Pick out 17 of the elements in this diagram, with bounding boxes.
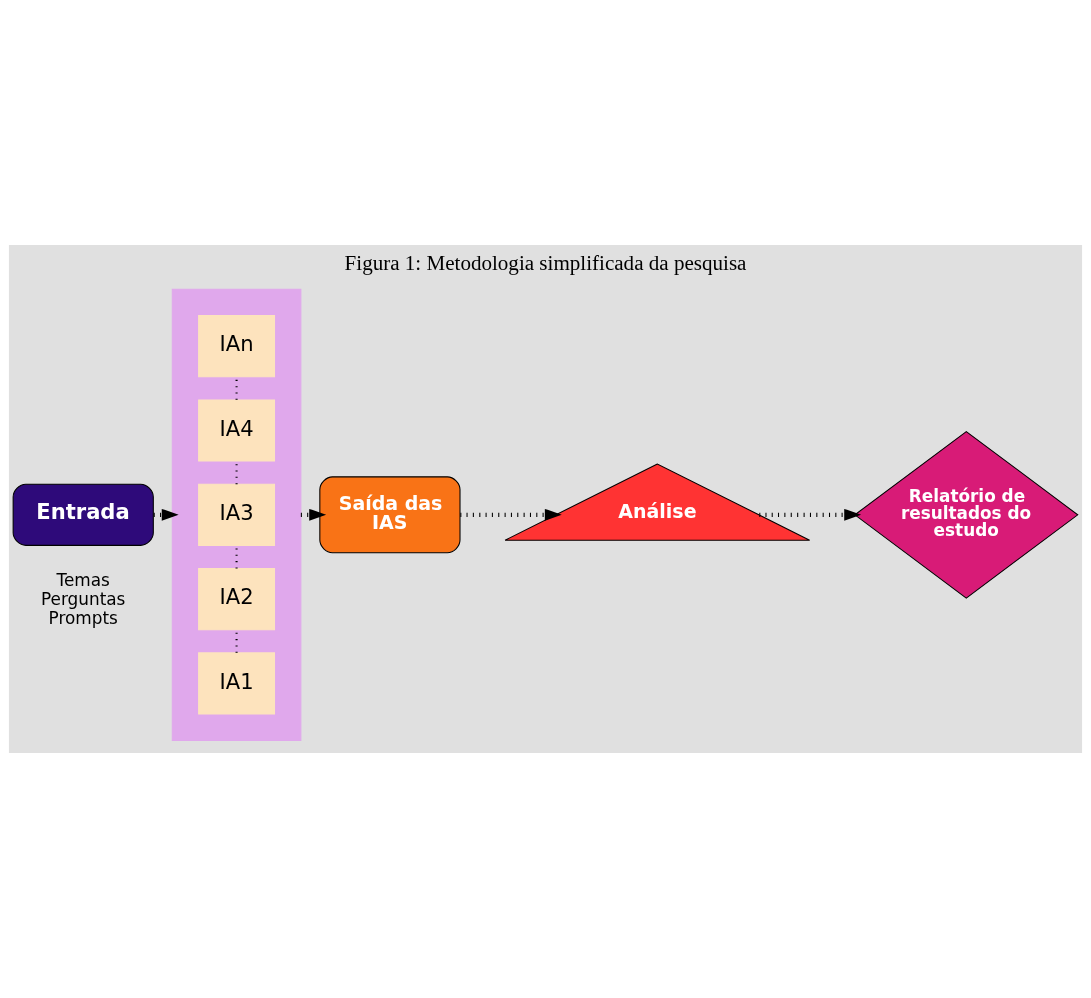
node-box: IA2	[198, 568, 276, 631]
node-box: IA4	[198, 399, 276, 462]
node-box: Entrada	[12, 483, 154, 546]
node-label: Prompts	[48, 608, 118, 629]
node-box: Saída das IAS	[319, 476, 461, 554]
diagram-title: Figura 1: Metodologia simplificada da pesquisa	[344, 251, 747, 276]
arrow	[460, 508, 562, 521]
cluster	[171, 288, 302, 741]
arrow	[759, 508, 862, 521]
connector	[235, 545, 238, 569]
node-box: IA1	[198, 652, 276, 715]
node-label: Temas	[56, 570, 110, 591]
node-box: IA3	[198, 483, 276, 546]
connector	[235, 461, 238, 485]
node-label: Perguntas	[41, 589, 126, 610]
node-box: IAn	[198, 315, 276, 378]
node-diamond: Relatório de resultados do estudo	[853, 430, 1079, 599]
